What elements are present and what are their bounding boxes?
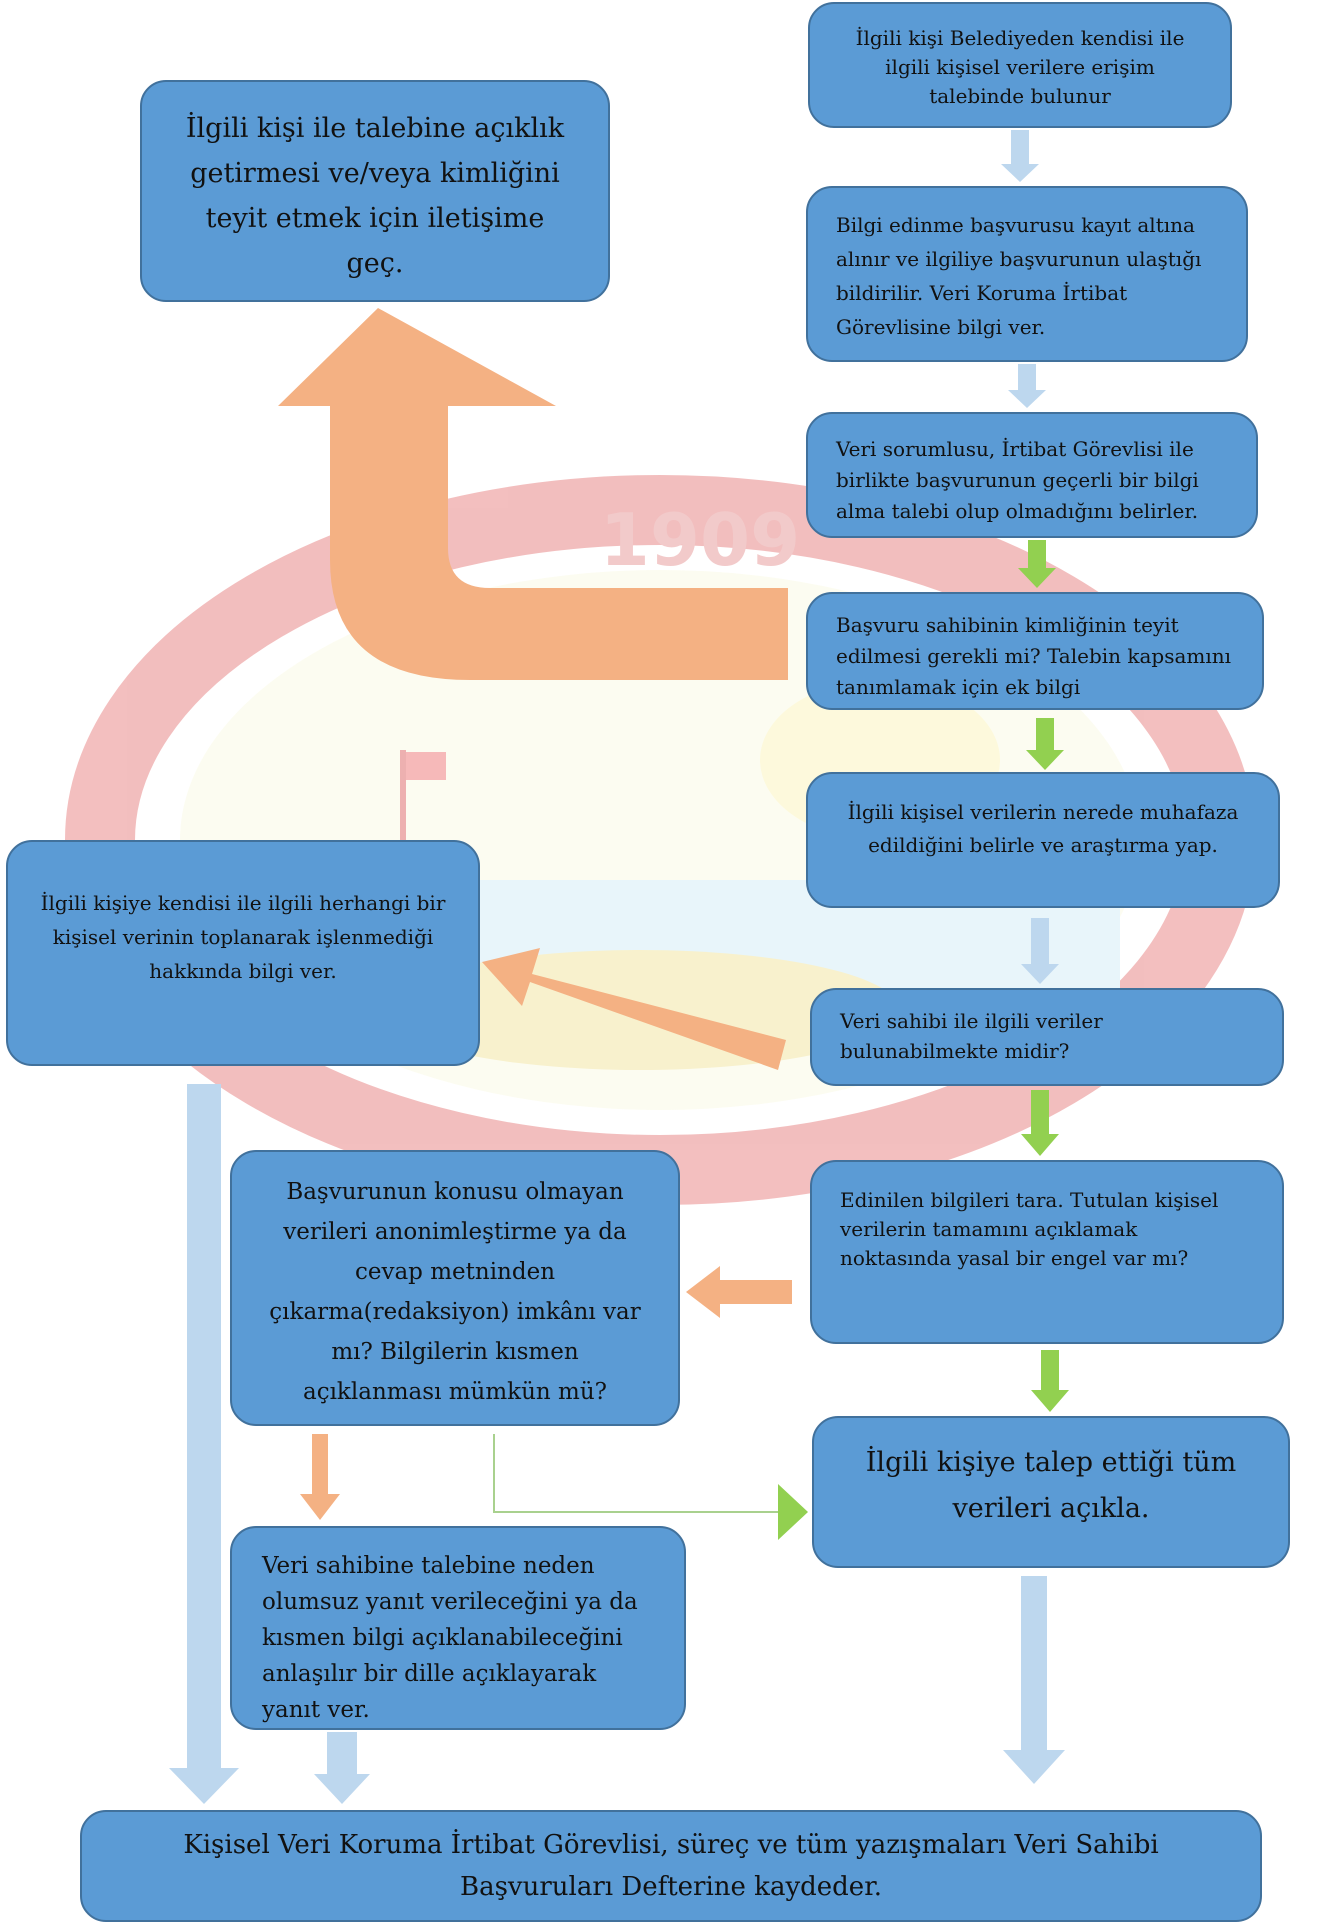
arrow-blue-negative-to-ledger	[314, 1732, 370, 1804]
seal-flag	[406, 752, 446, 780]
step-contact-person-box: İlgili kişi ile talebine açıklık getirme…	[140, 80, 610, 302]
arrow-blue-disclose-to-ledger	[1003, 1576, 1065, 1784]
step-record-ledger-text: Kişisel Veri Koruma İrtibat Görevlisi, s…	[183, 1830, 1159, 1902]
decision-redaction-box: Başvurunun konusu olmayan verileri anoni…	[230, 1150, 680, 1426]
decision-data-found-text: Veri sahibi ile ilgili veriler bulunabil…	[840, 1009, 1103, 1063]
step-locate-data-text: İlgili kişisel verilerin nerede muhafaza…	[847, 800, 1239, 857]
arrow-down-7-8	[1031, 1350, 1069, 1412]
arrow-down-4-5	[1026, 718, 1064, 770]
arrow-orange-to-redaction	[686, 1266, 792, 1318]
step-register-box: Bilgi edinme başvurusu kayıt altına alın…	[806, 186, 1248, 362]
step-access-request-box: İlgili kişi Belediyeden kendisi ile ilgi…	[808, 2, 1232, 128]
step-negative-response-text: Veri sahibine talebine neden olumsuz yan…	[262, 1553, 638, 1723]
step-locate-data-box: İlgili kişisel verilerin nerede muhafaza…	[806, 772, 1280, 908]
arrow-blue-no-data-to-ledger	[169, 1084, 239, 1804]
arrow-orange-down-to-negative	[300, 1434, 340, 1520]
arrow-down-6-7	[1021, 1090, 1059, 1156]
step-validity-check-text: Veri sorumlusu, İrtibat Görevlisi ile bi…	[836, 437, 1199, 523]
step-contact-person-text: İlgili kişi ile talebine açıklık getirme…	[185, 113, 565, 279]
arrow-down-2-3	[1008, 364, 1046, 408]
arrows-layer	[169, 130, 1069, 1804]
step-access-request-text: İlgili kişi Belediyeden kendisi ile ilgi…	[855, 26, 1185, 108]
seal-year: 1909	[600, 498, 800, 582]
decision-legal-barrier-box: Edinilen bilgileri tara. Tutulan kişisel…	[810, 1160, 1284, 1344]
arrow-orange-elbow-to-contact	[278, 308, 788, 680]
arrow-orange-to-no-data	[482, 948, 786, 1070]
step-register-text: Bilgi edinme başvurusu kayıt altına alın…	[836, 213, 1202, 339]
step-no-data-info-text: İlgili kişiye kendisi ile ilgili herhang…	[40, 891, 446, 983]
arrow-down-3-4	[1018, 540, 1056, 588]
step-disclose-all-box: İlgili kişiye talep ettiği tüm verileri …	[812, 1416, 1290, 1568]
connector-green-arrowhead	[778, 1484, 808, 1540]
decision-legal-barrier-text: Edinilen bilgileri tara. Tutulan kişisel…	[840, 1188, 1219, 1270]
seal-flagpole	[400, 750, 406, 870]
step-disclose-all-text: İlgili kişiye talep ettiği tüm verileri …	[865, 1447, 1237, 1524]
step-no-data-info-box: İlgili kişiye kendisi ile ilgili herhang…	[6, 840, 480, 1066]
decision-data-found-box: Veri sahibi ile ilgili veriler bulunabil…	[810, 988, 1284, 1086]
arrow-down-5-6	[1021, 918, 1059, 984]
arrow-down-1-2	[1001, 130, 1039, 182]
decision-identity-box: Başvuru sahibinin kimliğinin teyit edilm…	[806, 592, 1264, 710]
step-validity-check-box: Veri sorumlusu, İrtibat Görevlisi ile bi…	[806, 412, 1258, 538]
step-record-ledger-box: Kişisel Veri Koruma İrtibat Görevlisi, s…	[80, 1810, 1262, 1922]
connector-green-to-disclose	[493, 1434, 780, 1513]
decision-identity-text: Başvuru sahibinin kimliğinin teyit edilm…	[836, 613, 1232, 699]
decision-redaction-text: Başvurunun konusu olmayan verileri anoni…	[269, 1179, 641, 1405]
step-negative-response-box: Veri sahibine talebine neden olumsuz yan…	[230, 1526, 686, 1730]
